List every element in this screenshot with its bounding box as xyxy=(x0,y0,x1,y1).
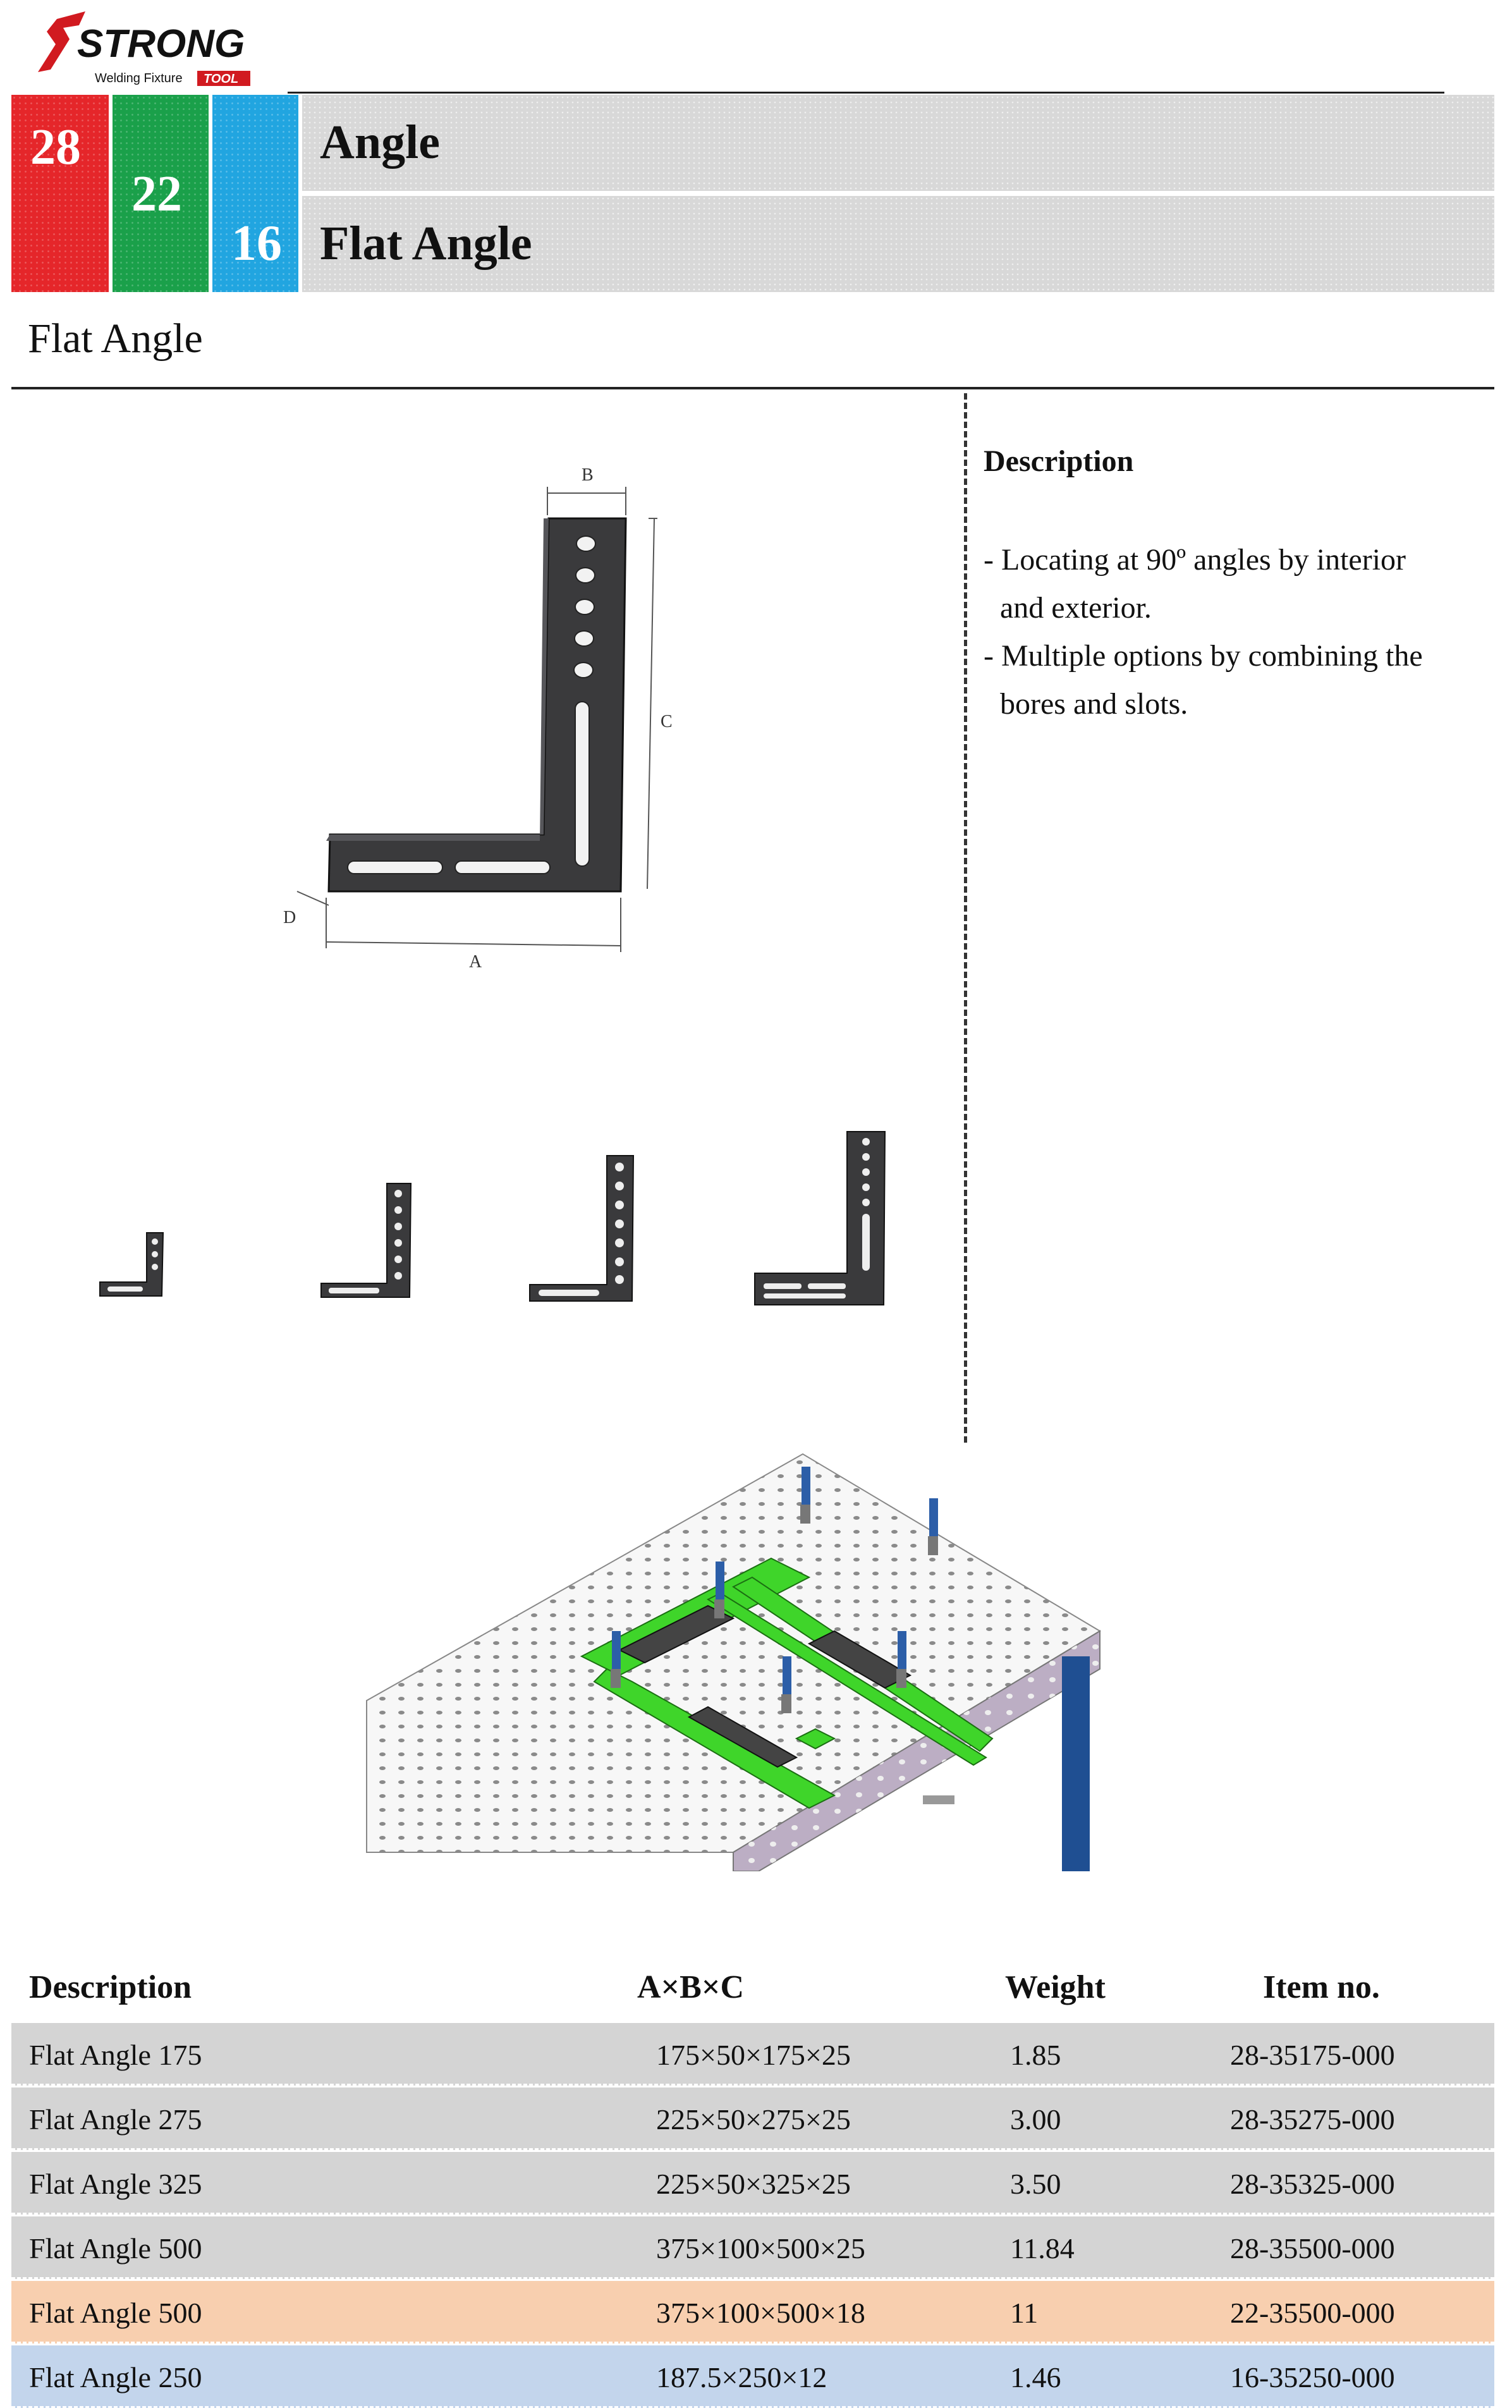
dim-c-label: C xyxy=(661,712,673,731)
row-description: Flat Angle 500 xyxy=(29,2232,202,2264)
table-row: Flat Angle 250 187.5×250×12 1.46 16-35250-0… xyxy=(11,2345,1494,2408)
row-weight: 3.50 xyxy=(1010,2168,1061,2200)
header-rule xyxy=(288,92,1444,94)
description-line: - Locating at 90º angles by interior xyxy=(984,543,1406,577)
header-weight: Weight xyxy=(1005,1969,1106,2005)
dim-d-label: D xyxy=(283,908,296,927)
series-16-band: 16 xyxy=(212,95,298,292)
row-dimensions: 375×100×500×25 xyxy=(656,2232,865,2264)
table-header-row: Description A×B×C Weight Item no. xyxy=(11,1960,1494,2020)
row-item-no: 16-35250-000 xyxy=(1230,2361,1395,2393)
svg-text:TOOL: TOOL xyxy=(204,72,238,86)
description-line: - Multiple options by combining the xyxy=(984,639,1423,673)
row-dimensions: 225×50×275×25 xyxy=(656,2103,851,2136)
description-line: bores and slots. xyxy=(1000,687,1188,721)
table-row: Flat Angle 500 375×100×500×18 11 22-35500-0… xyxy=(11,2281,1494,2344)
svg-text:Welding Fixture: Welding Fixture xyxy=(95,71,183,85)
table-row: Flat Angle 325 225×50×325×25 3.50 28-35325-… xyxy=(11,2152,1494,2215)
welding-table-illustration xyxy=(366,1453,1101,1871)
description-heading: Description xyxy=(984,444,1134,478)
series-22-label: 22 xyxy=(131,166,182,222)
row-item-no: 28-35325-000 xyxy=(1230,2168,1395,2200)
series-16-label: 16 xyxy=(231,216,282,271)
row-dimensions: 175×50×175×25 xyxy=(656,2039,851,2071)
dim-b-label: B xyxy=(582,465,594,485)
row-weight: 11.84 xyxy=(1010,2232,1075,2264)
row-item-no: 28-35500-000 xyxy=(1230,2232,1395,2264)
row-description: Flat Angle 325 xyxy=(29,2168,202,2200)
row-dimensions: 225×50×325×25 xyxy=(656,2168,851,2200)
series-28-band: 28 xyxy=(11,95,109,292)
flat-angle-275-thumbnail xyxy=(320,1183,412,1298)
row-item-no: 28-35175-000 xyxy=(1230,2039,1395,2071)
row-weight: 11 xyxy=(1010,2297,1039,2329)
header-description: Description xyxy=(29,1969,192,2005)
row-description: Flat Angle 500 xyxy=(29,2297,202,2329)
row-description: Flat Angle 250 xyxy=(29,2361,202,2393)
series-28-label: 28 xyxy=(30,119,81,175)
description-line: and exterior. xyxy=(1000,591,1152,625)
flat-angle-175-thumbnail xyxy=(99,1232,164,1297)
table-row: Flat Angle 500 375×100×500×25 11.84 28-3550… xyxy=(11,2216,1494,2279)
brand-logo: STRONG Welding Fixture TOOL xyxy=(32,6,259,89)
svg-text:STRONG: STRONG xyxy=(77,22,245,66)
column-divider xyxy=(964,393,967,1443)
header-dimensions: A×B×C xyxy=(637,1969,745,2005)
table-row: Flat Angle 275 225×50×275×25 3.00 28-35275-… xyxy=(11,2087,1494,2150)
row-description: Flat Angle 275 xyxy=(29,2103,202,2136)
dim-a-label: A xyxy=(469,952,482,972)
row-item-no: 28-35275-000 xyxy=(1230,2103,1395,2136)
header-item-no: Item no. xyxy=(1263,1969,1380,2005)
category-title: Angle xyxy=(320,116,440,169)
flat-angle-500-thumbnail xyxy=(754,1131,886,1305)
row-weight: 3.00 xyxy=(1010,2103,1061,2136)
section-title: Flat Angle xyxy=(28,315,203,362)
row-dimensions: 375×100×500×18 xyxy=(656,2297,865,2329)
product-title: Flat Angle xyxy=(320,217,532,270)
row-weight: 1.46 xyxy=(1010,2361,1061,2393)
row-description: Flat Angle 175 xyxy=(29,2039,202,2071)
category-band: Angle xyxy=(302,95,1494,191)
flat-angle-325-thumbnail xyxy=(529,1155,635,1302)
row-dimensions: 187.5×250×12 xyxy=(656,2361,827,2393)
flat-angle-diagram: B C A D xyxy=(272,455,702,974)
table-row: Flat Angle 175 175×50×175×25 1.85 28-35175-… xyxy=(11,2023,1494,2086)
row-item-no: 22-35500-000 xyxy=(1230,2297,1395,2329)
product-band: Flat Angle xyxy=(302,196,1494,292)
series-22-band: 22 xyxy=(113,95,209,292)
row-weight: 1.85 xyxy=(1010,2039,1061,2071)
section-rule xyxy=(11,387,1494,389)
